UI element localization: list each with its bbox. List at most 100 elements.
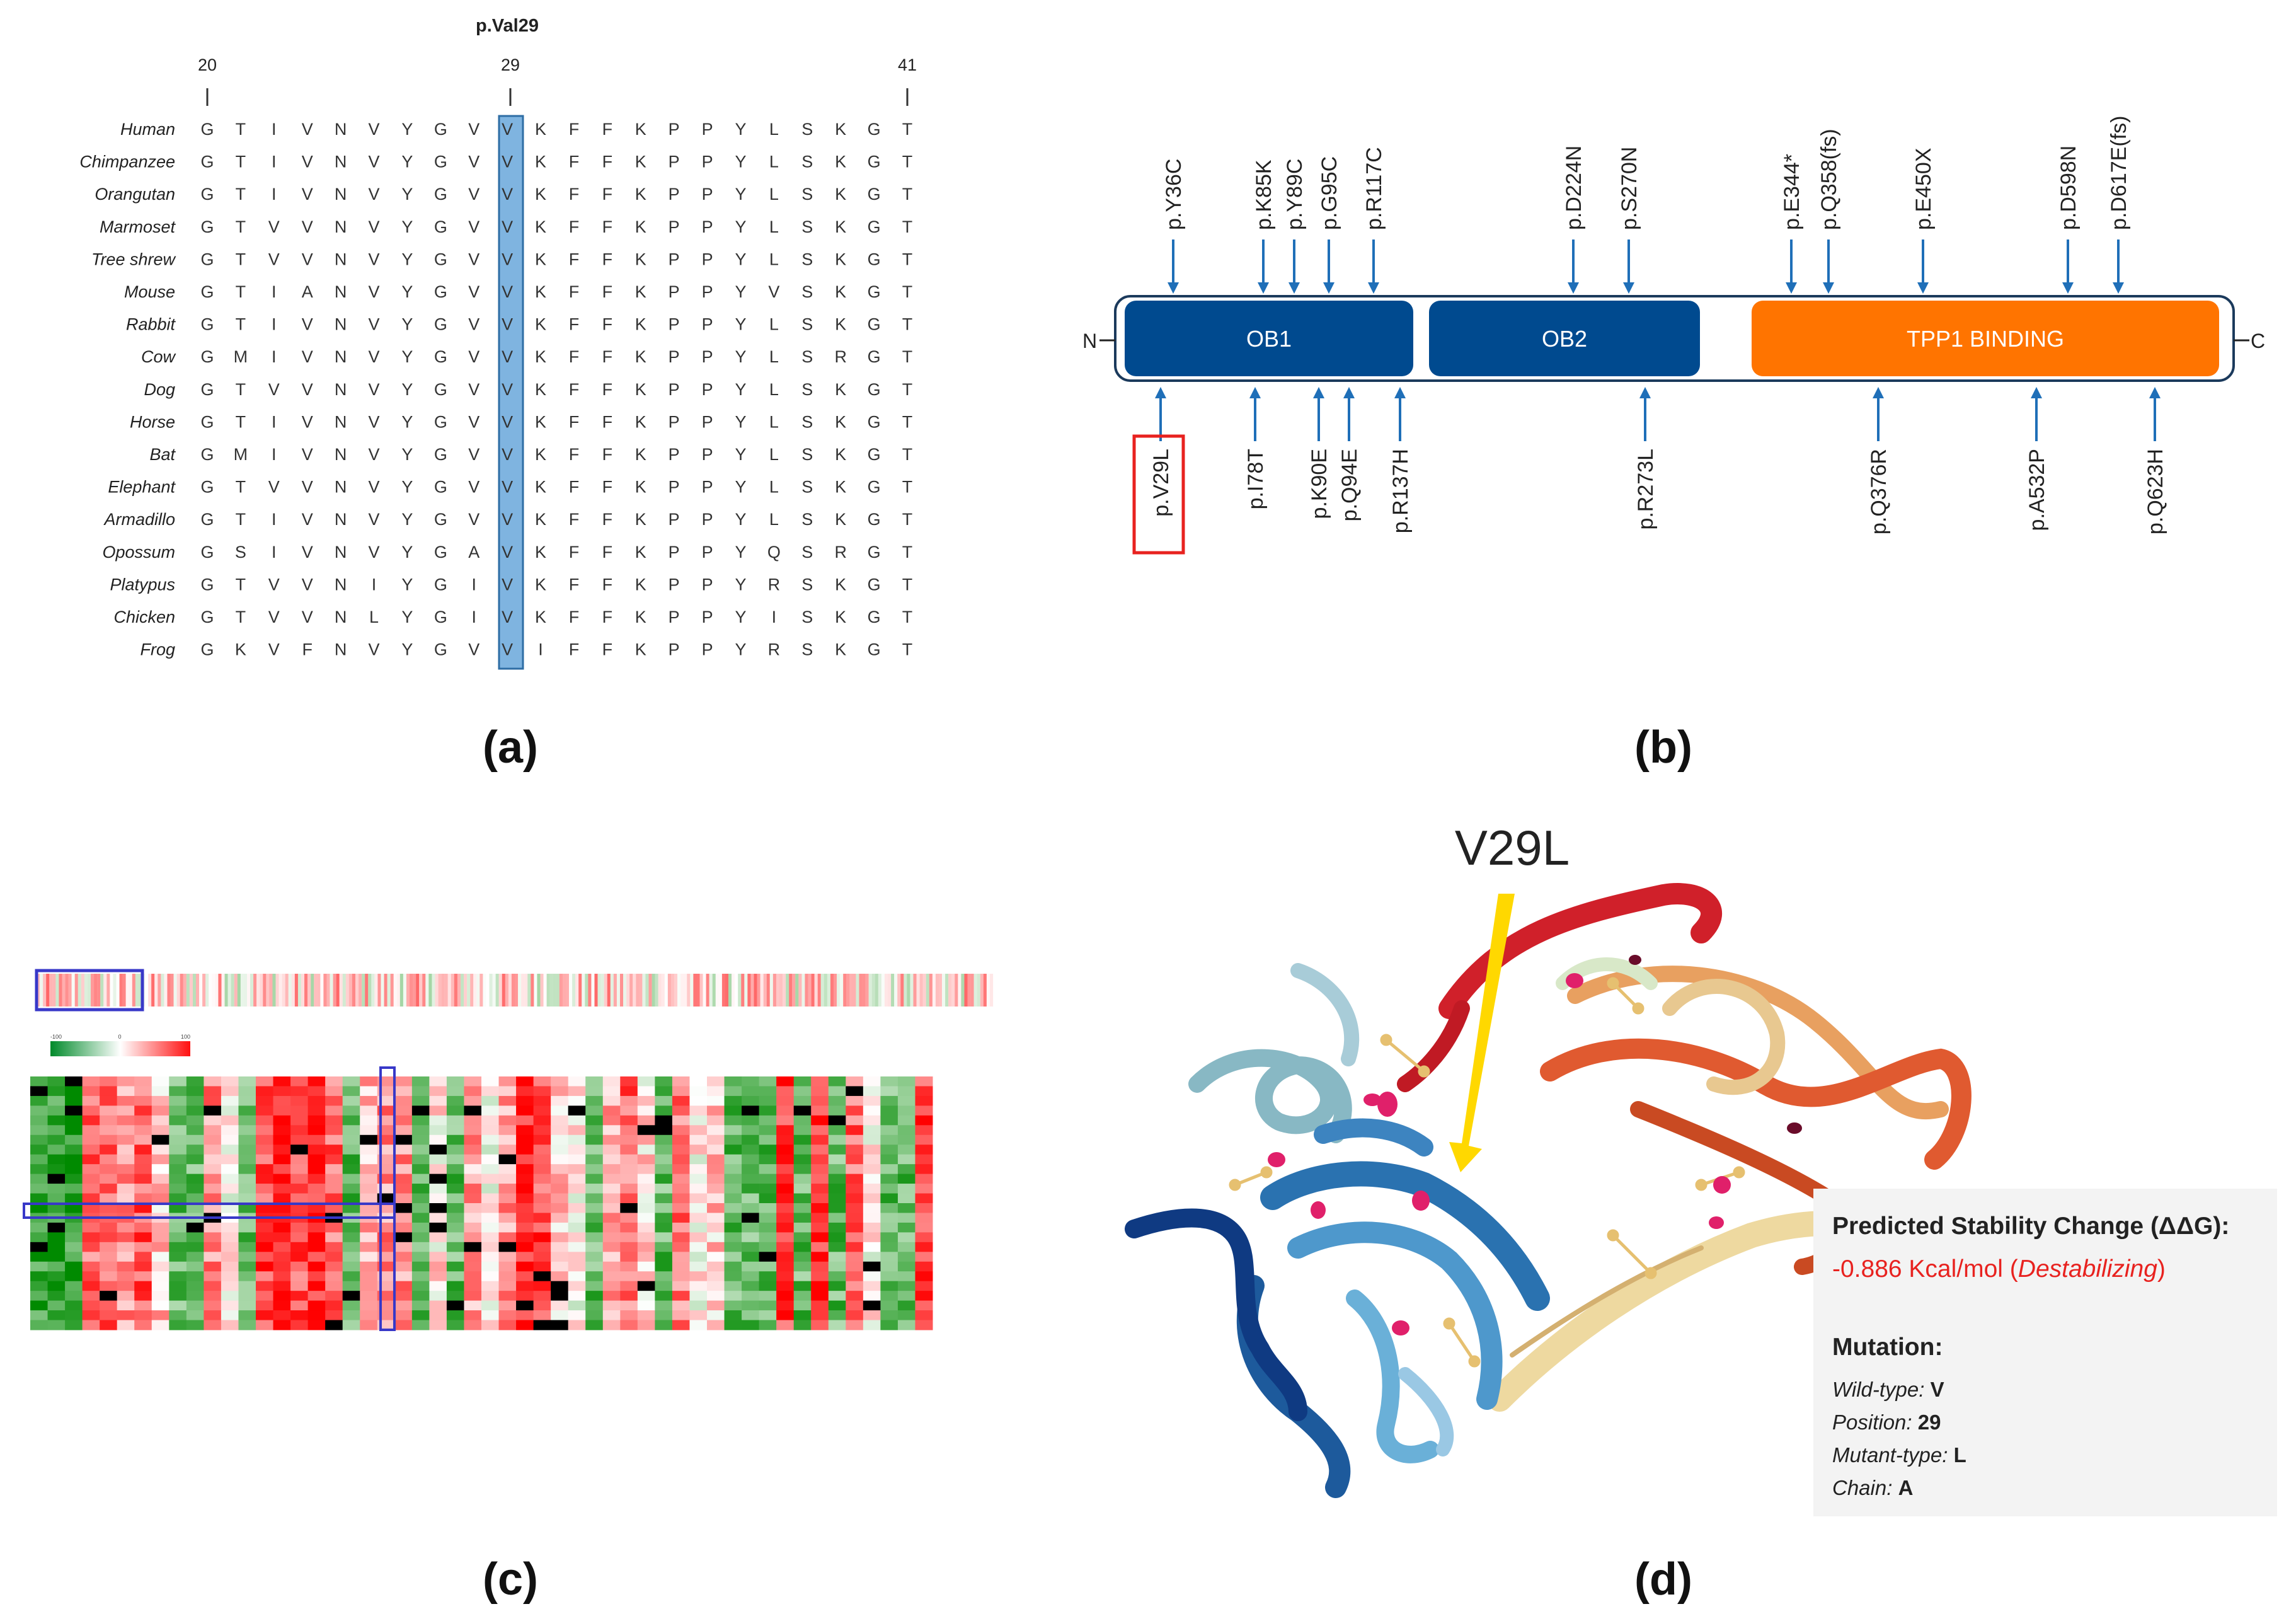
strip-cell xyxy=(173,974,177,1007)
heatmap-cell xyxy=(516,1261,534,1272)
residue: V xyxy=(369,510,380,529)
heatmap-cell xyxy=(672,1134,690,1145)
residue: T xyxy=(902,282,913,301)
heatmap-cell xyxy=(811,1125,829,1136)
strip-cell xyxy=(215,974,219,1007)
heatmap-cell xyxy=(568,1310,586,1321)
heatmap-cell xyxy=(204,1232,222,1243)
residue: F xyxy=(602,217,613,236)
heatmap-cell xyxy=(151,1154,169,1165)
heatmap-cell xyxy=(707,1300,725,1311)
heatmap-cell xyxy=(897,1242,916,1252)
heatmap-cell xyxy=(724,1125,742,1136)
heatmap-cell xyxy=(828,1086,846,1097)
heatmap-cell xyxy=(256,1291,274,1301)
residue: K xyxy=(835,412,846,431)
residue: L xyxy=(769,445,779,464)
heatmap-cell xyxy=(151,1145,169,1155)
heatmap-cell xyxy=(776,1310,795,1321)
strip-cell xyxy=(604,974,607,1007)
residue: V xyxy=(468,347,479,366)
strip-cell xyxy=(518,974,522,1007)
heatmap-cell xyxy=(516,1184,534,1194)
heatmap-cell xyxy=(637,1310,655,1321)
heatmap-cell xyxy=(776,1281,795,1291)
heatmap-cell xyxy=(863,1271,881,1282)
strip-cell xyxy=(629,974,633,1007)
heatmap-cell xyxy=(828,1310,846,1321)
heatmap-cell xyxy=(602,1076,621,1087)
heatmap-cell xyxy=(238,1134,256,1145)
heatmap-cell xyxy=(169,1145,187,1155)
heatmap-cell xyxy=(724,1271,742,1282)
strip-cell xyxy=(852,974,856,1007)
strip-cell xyxy=(43,974,47,1007)
heatmap-cell xyxy=(204,1300,222,1311)
heatmap-cell xyxy=(307,1252,326,1262)
heatmap-cell xyxy=(238,1145,256,1155)
residue: F xyxy=(602,185,613,204)
heatmap-cell xyxy=(82,1252,100,1262)
arrow-head xyxy=(1343,387,1355,398)
residue: V xyxy=(502,640,513,659)
residue: G xyxy=(200,185,214,204)
heatmap-cell xyxy=(394,1154,413,1165)
strip-cell xyxy=(967,974,971,1007)
heatmap-cell xyxy=(672,1320,690,1330)
strip-cell xyxy=(37,974,40,1007)
strip-cell xyxy=(610,974,614,1007)
arrow-head xyxy=(2149,387,2161,398)
residue: S xyxy=(801,282,813,301)
strip-cell xyxy=(256,974,260,1007)
strip-cell xyxy=(55,974,59,1007)
heatmap-cell xyxy=(897,1320,916,1330)
residue: V xyxy=(468,185,479,204)
residue: K xyxy=(835,185,846,204)
strip-cell xyxy=(186,974,190,1007)
residue: R xyxy=(768,640,781,659)
arrow-head xyxy=(2031,387,2042,398)
residue: F xyxy=(602,575,613,594)
heatmap-cell xyxy=(863,1320,881,1330)
heatmap-cell xyxy=(724,1281,742,1291)
heatmap-cell xyxy=(707,1203,725,1213)
heatmap-cell xyxy=(360,1281,378,1291)
heatmap-cell xyxy=(411,1115,430,1126)
strip-cell xyxy=(989,974,994,1007)
residue: V xyxy=(302,185,313,204)
heatmap-cell xyxy=(759,1213,777,1223)
heatmap-cell xyxy=(117,1134,135,1145)
heatmap-cell xyxy=(481,1076,500,1087)
strip-cell xyxy=(888,974,892,1007)
heatmap-cell xyxy=(221,1086,239,1097)
residue: Y xyxy=(401,412,413,431)
heatmap-cell xyxy=(47,1203,66,1213)
heatmap-cell xyxy=(360,1242,378,1252)
heatmap-cell xyxy=(863,1222,881,1233)
strip-cell xyxy=(597,974,601,1007)
heatmap-cell xyxy=(290,1242,309,1252)
heatmap-cell xyxy=(360,1310,378,1321)
heatmap-cell xyxy=(429,1232,447,1243)
heatmap-cell xyxy=(793,1213,812,1223)
heatmap-cell xyxy=(498,1125,517,1136)
strip-cell xyxy=(881,974,885,1007)
heatmap-cell xyxy=(776,1320,795,1330)
arrow-head xyxy=(2113,282,2124,294)
strip-cell xyxy=(441,974,445,1007)
mutation-label-bottom: p.K90E xyxy=(1307,449,1331,519)
heatmap-cell xyxy=(637,1320,655,1330)
heatmap-cell xyxy=(394,1213,413,1223)
residue: G xyxy=(434,282,447,301)
heatmap-cell xyxy=(793,1300,812,1311)
heatmap-cell xyxy=(602,1115,621,1126)
residue: G xyxy=(434,153,447,171)
heatmap-cell xyxy=(360,1291,378,1301)
legend-min: -100 xyxy=(50,1034,62,1040)
heatmap-cell xyxy=(134,1174,152,1184)
residue: V xyxy=(468,445,479,464)
heatmap-cell xyxy=(915,1145,933,1155)
strip-cell xyxy=(454,974,458,1007)
strip-cell xyxy=(294,974,299,1007)
strip-cell xyxy=(365,974,369,1007)
